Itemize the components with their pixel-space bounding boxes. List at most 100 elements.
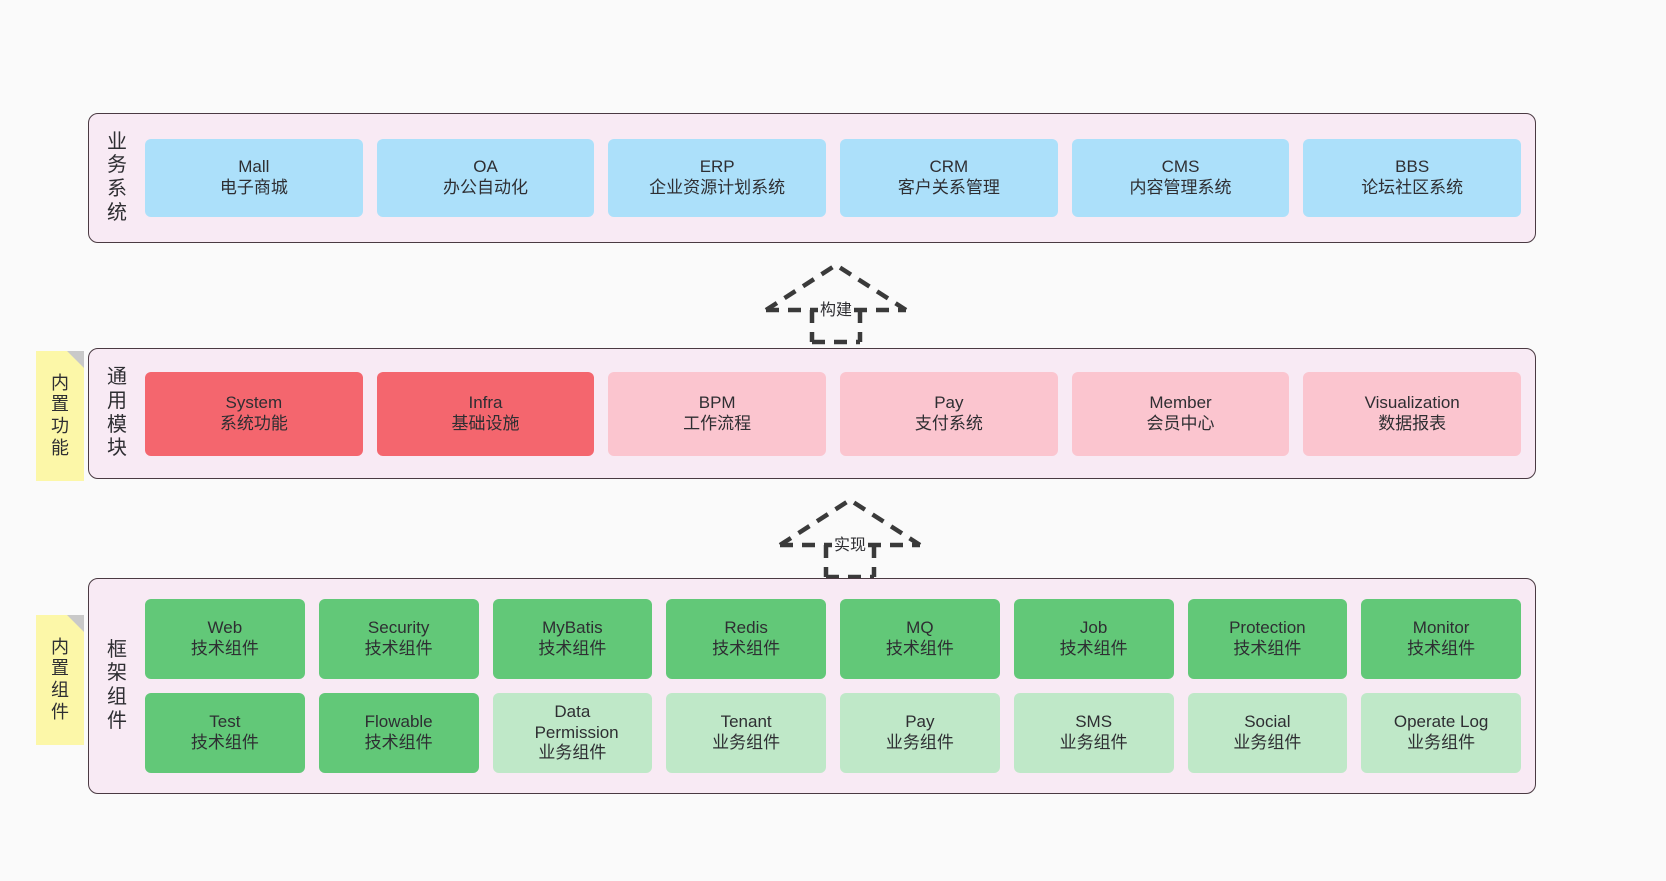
node-title: Mall [238,157,270,177]
layer-framework-component: 框 架 组 件 Web 技术组件 Test 技术组件 [88,578,1536,794]
node-title: Data Permission [534,701,619,742]
layer-title-char: 务 [107,154,127,177]
node-subtitle: 系统功能 [219,413,288,433]
node-operate-log[interactable]: Operate Log 业务组件 [1361,693,1521,773]
node-title: OA [473,157,498,177]
node-title: CRM [929,157,969,177]
node-pay-component[interactable]: Pay 业务组件 [840,693,1000,773]
node-title: Test [209,712,241,732]
note-char: 功 [51,416,69,436]
framework-column: Web 技术组件 Test 技术组件 [145,599,305,773]
layer-title-char: 用 [107,389,127,412]
node-mq[interactable]: MQ 技术组件 [840,599,1000,679]
node-title: Job [1079,618,1108,638]
node-visualization[interactable]: Visualization 数据报表 [1303,371,1522,456]
node-title: Infra [468,392,503,412]
node-subtitle: 客户关系管理 [897,178,1000,197]
node-subtitle: 业务组件 [1407,733,1476,752]
node-subtitle: 企业资源计划系统 [649,178,786,197]
note-char: 内 [51,636,69,657]
node-protection[interactable]: Protection 技术组件 [1187,599,1348,679]
business-system-boxes: Mall 电子商城 OA 办公自动化 ERP 企业资源计划系统 CRM 客户关系… [145,114,1535,242]
node-web[interactable]: Web 技术组件 [145,599,305,679]
node-title: Pay [934,392,964,412]
node-title: Redis [724,618,768,638]
framework-component-boxes: Web 技术组件 Test 技术组件 Security 技术组件 Flowabl… [145,579,1535,793]
node-subtitle: 电子商城 [219,178,288,197]
node-bpm[interactable]: BPM 工作流程 [608,371,827,456]
layer-title-char: 统 [107,201,127,224]
node-job[interactable]: Job 技术组件 [1013,599,1174,679]
node-sms[interactable]: SMS 业务组件 [1013,693,1174,773]
node-title: BBS [1395,157,1430,177]
node-subtitle: 业务组件 [538,743,607,763]
node-data-permission[interactable]: Data Permission 业务组件 [492,693,653,773]
framework-column: MQ 技术组件 Pay 业务组件 [840,599,1000,773]
note-char: 置 [51,658,69,679]
node-mall[interactable]: Mall 电子商城 [145,139,363,217]
node-subtitle: 技术组件 [190,639,259,658]
note-char: 组 [51,680,69,700]
node-title: System [225,392,283,412]
node-member[interactable]: Member 会员中心 [1071,371,1290,456]
arrow-build: 构建 [756,260,916,345]
layer-title-char: 业 [107,130,127,153]
node-subtitle: 技术组件 [1233,639,1302,658]
node-subtitle: 技术组件 [364,733,433,752]
node-title: MQ [906,618,934,638]
arrow-implement-label: 实现 [832,531,869,555]
node-infra[interactable]: Infra 基础设施 [376,371,595,456]
node-system[interactable]: System 系统功能 [145,371,363,456]
framework-column: Security 技术组件 Flowable 技术组件 [318,599,479,773]
node-subtitle: 论坛社区系统 [1361,178,1464,197]
framework-column: Job 技术组件 SMS 业务组件 [1013,599,1174,773]
node-title: Web [207,618,243,638]
node-subtitle: 工作流程 [683,413,752,433]
node-subtitle: 业务组件 [885,733,954,752]
node-tenant[interactable]: Tenant 业务组件 [666,693,826,773]
layer-title-char: 件 [107,709,127,732]
node-bbs[interactable]: BBS 论坛社区系统 [1303,139,1522,217]
note-built-in-component: 内 置 组 件 [36,615,84,745]
layer-common-module: 通 用 模 块 System 系统功能 Infra 基础设施 BPM 工作流程 [88,348,1536,479]
node-subtitle: 技术组件 [885,639,954,658]
node-title: SMS [1075,712,1113,732]
common-module-boxes: System 系统功能 Infra 基础设施 BPM 工作流程 Pay 支付系统… [145,349,1535,478]
node-subtitle: 技术组件 [190,733,259,752]
node-security[interactable]: Security 技术组件 [318,599,479,679]
node-title: Security [367,618,430,638]
node-monitor[interactable]: Monitor 技术组件 [1361,599,1521,679]
node-subtitle: 业务组件 [712,733,781,752]
framework-column: MyBatis 技术组件 Data Permission 业务组件 [492,599,653,773]
note-fold-icon [67,615,84,632]
node-pay-module[interactable]: Pay 支付系统 [840,371,1058,456]
node-social[interactable]: Social 业务组件 [1187,693,1348,773]
node-subtitle: 业务组件 [1059,733,1128,752]
node-title: Pay [905,712,935,732]
node-title: ERP [699,157,735,177]
node-cms[interactable]: CMS 内容管理系统 [1071,139,1290,217]
framework-column: Redis 技术组件 Tenant 业务组件 [666,599,826,773]
node-title: Operate Log [1393,712,1489,732]
node-flowable[interactable]: Flowable 技术组件 [318,693,479,773]
arrow-build-label: 构建 [818,296,855,320]
node-crm[interactable]: CRM 客户关系管理 [840,139,1058,217]
node-title: Social [1244,712,1291,732]
layer-title-char: 通 [107,366,127,389]
node-subtitle: 技术组件 [1407,639,1476,658]
layer-title-char: 块 [107,437,127,460]
node-oa[interactable]: OA 办公自动化 [376,139,595,217]
note-char: 能 [51,437,69,458]
node-title: BPM [698,392,736,412]
node-subtitle: 会员中心 [1146,413,1215,433]
node-subtitle: 基础设施 [451,413,520,433]
layer-title-char: 框 [107,638,127,661]
node-redis[interactable]: Redis 技术组件 [666,599,826,679]
node-erp[interactable]: ERP 企业资源计划系统 [608,139,827,217]
note-char: 内 [51,372,69,393]
node-title: Monitor [1412,618,1470,638]
node-test[interactable]: Test 技术组件 [145,693,305,773]
arrow-implement: 实现 [770,495,930,580]
node-mybatis[interactable]: MyBatis 技术组件 [492,599,653,679]
framework-column: Protection 技术组件 Social 业务组件 [1187,599,1348,773]
